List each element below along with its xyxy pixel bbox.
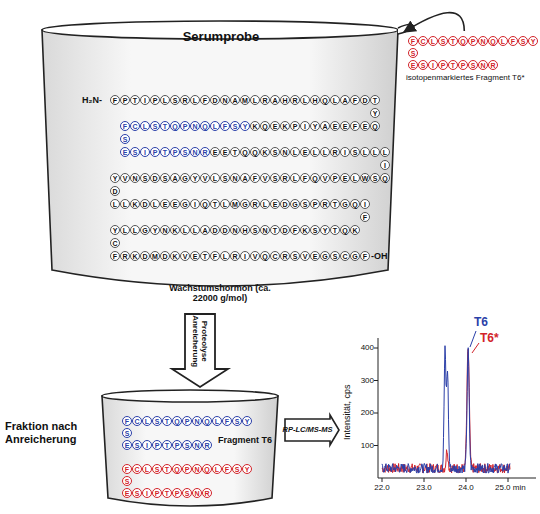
residue-chain: Y [370,108,380,118]
node-title: Intensität, cps [342,357,352,467]
chart-axes [374,338,536,482]
residue-chain: S [408,48,418,58]
residue-chain: FPTIPLSRLFDNAMLRAHRLHQLAFDT [110,95,380,105]
axis-tick: 23.0 [409,483,439,492]
axis-tick: 24.0 [451,483,481,492]
axis-tick: 22.0 [367,483,397,492]
terminus-label: H₂N- [82,95,102,105]
residue-chain: C [110,238,120,248]
residue-chain: F [360,212,370,222]
residue-chain: ESIPTPSNR [408,60,498,70]
residue-chain: D [110,186,120,196]
residue-chain: YVNSDSAGYVLSNAFVSRLFQVPELWSQ [110,173,390,183]
node-text: Fragment T6 [218,435,272,445]
residue-chain: FCLSTQPNQLFSYKQEKPIYAEEFEQ [120,121,380,131]
chromatogram-traces [382,346,510,473]
curved-arrow [404,13,464,32]
residue-chain: S [122,428,132,438]
upper-beaker [42,21,414,286]
residue-chain: FCLSTQPNQLFSY [122,464,252,474]
terminus-label: -OH [371,251,388,261]
axis-tick: 200 [354,408,374,417]
residue-chain: FCLSTQPNQLFSY [408,36,538,46]
axis-tick: 25.0 min [495,483,526,492]
node-title: Serumprobe [40,30,402,45]
axis-tick: 300 [354,376,374,385]
node-title: isotopenmarkiertes Fragment T6* [406,73,525,82]
residue-chain: S [122,476,132,486]
residue-chain: LLKDLEEGIQTLMGRLEDGSPRTGQI [110,199,370,209]
residue-chain: ESIPTPSNREETQQKSNLELLRISLLL [120,147,390,157]
residue-chain: ESIPTPSNR [122,440,212,450]
peak-label: T6 [474,316,488,330]
axis-tick: 400 [354,343,374,352]
lower-beaker [102,390,278,506]
peak-leaders [470,331,479,353]
node-title: Fraktion nach Anreicherung [5,420,97,445]
serum-beaker: SerumprobeWachstumshormon (ca. 22000 g/m… [40,20,402,312]
residue-chain: ESIPTPSNR [122,488,212,498]
peak-label: T6* [480,332,499,346]
connector [404,13,464,32]
node-text: Wachstumshormon (ca. 22000 g/mol) [160,283,280,304]
residue-chain: FRKDMDKVETFLRIVQCRSVEGSCGF [110,251,370,261]
edge-label: RP-LC/MS-MS [283,426,333,435]
axis-tick: 100 [354,441,374,450]
trace [382,346,510,473]
residue-chain: YLLGYNKLLADDNHSNTDFKSYTQK [110,225,360,235]
edge-label: Proteolyse Anreicherung [191,311,209,373]
residue-chain: S [120,134,130,144]
residue-chain: I [380,160,390,170]
residue-chain: FCLSTQPNQLFSY [122,416,252,426]
